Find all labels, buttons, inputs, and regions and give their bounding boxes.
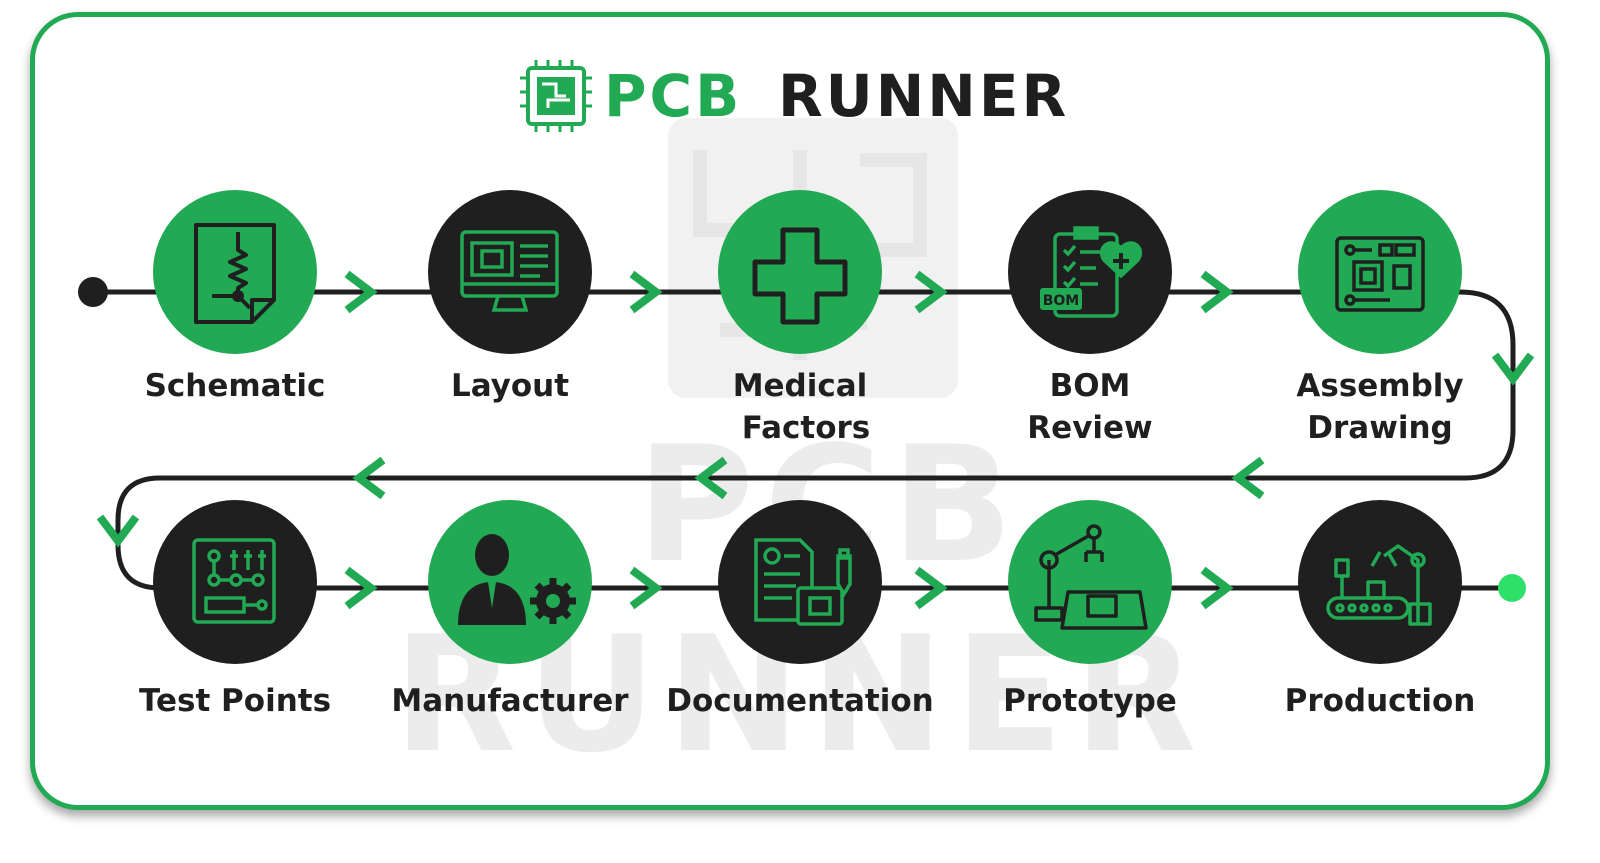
brand-pcb: PCB bbox=[604, 62, 742, 130]
connector-path bbox=[93, 289, 1516, 591]
arrow-left-1 bbox=[1231, 456, 1265, 500]
step-circle bbox=[718, 190, 882, 354]
step-schematic: Schematic bbox=[145, 190, 326, 404]
step-label: Documentation bbox=[666, 683, 933, 719]
step-layout: Layout bbox=[428, 190, 592, 404]
bom-badge bbox=[1040, 288, 1082, 310]
step-label: Layout bbox=[451, 368, 569, 404]
arrow-left-3 bbox=[352, 456, 386, 500]
monitor-icon bbox=[460, 230, 559, 312]
step-label-line1: Assembly bbox=[1296, 368, 1463, 404]
step-circle bbox=[1298, 190, 1462, 354]
manufacturer-icon bbox=[458, 534, 576, 625]
step-label-line1: Medical bbox=[733, 368, 868, 404]
production-line-icon bbox=[1326, 544, 1432, 626]
step-circle bbox=[1008, 500, 1172, 664]
chip-logo-icon bbox=[520, 60, 592, 132]
step-circle bbox=[718, 500, 882, 664]
arrow-right-1 bbox=[344, 270, 378, 314]
step-label: Test Points bbox=[139, 683, 331, 719]
arrow-right-7 bbox=[914, 566, 948, 610]
step-label-line2: Drawing bbox=[1307, 410, 1452, 446]
arrow-right-8 bbox=[1200, 566, 1234, 610]
end-dot bbox=[1498, 574, 1526, 602]
arrow-left-2 bbox=[694, 456, 728, 500]
step-bom-review: BOM BOM Review bbox=[1008, 190, 1172, 446]
step-circle bbox=[428, 500, 592, 664]
step-label-line1: BOM bbox=[1050, 368, 1131, 404]
arrow-right-3 bbox=[914, 270, 948, 314]
step-circle bbox=[153, 500, 317, 664]
bom-clipboard-icon bbox=[1053, 226, 1143, 318]
flow-arrows bbox=[96, 270, 1535, 610]
schematic-icon bbox=[194, 223, 276, 324]
arrow-right-6 bbox=[629, 566, 663, 610]
step-circle bbox=[428, 190, 592, 354]
arrow-down-2 bbox=[96, 514, 140, 548]
step-test-points: Test Points bbox=[139, 500, 331, 719]
arrow-down-1 bbox=[1491, 352, 1535, 386]
step-documentation: Documentation bbox=[666, 500, 934, 719]
step-label-line2: Review bbox=[1027, 410, 1152, 446]
title-logo: PCB RUNNER bbox=[520, 60, 1069, 132]
step-label-line2: Factors bbox=[742, 410, 871, 446]
step-medical-factors: Medical Factors bbox=[718, 190, 882, 446]
step-assembly-drawing: Assembly Drawing bbox=[1296, 190, 1464, 446]
step-label: Schematic bbox=[145, 368, 326, 404]
arrow-right-4 bbox=[1200, 270, 1234, 314]
test-points-icon bbox=[192, 538, 276, 624]
documentation-icon bbox=[754, 538, 852, 626]
bom-badge-text: BOM bbox=[1043, 293, 1080, 309]
step-label: Manufacturer bbox=[391, 683, 629, 719]
circuit-board-icon bbox=[1335, 236, 1425, 312]
arrow-right-5 bbox=[344, 566, 378, 610]
step-circle bbox=[1008, 190, 1172, 354]
step-label: Prototype bbox=[1003, 683, 1177, 719]
robot-arm-icon bbox=[1034, 524, 1148, 630]
medical-cross-icon bbox=[752, 227, 848, 325]
step-manufacturer: Manufacturer bbox=[391, 500, 629, 719]
brand-runner: RUNNER bbox=[778, 62, 1069, 130]
step-production: Production bbox=[1285, 500, 1476, 719]
step-label: Production bbox=[1285, 683, 1476, 719]
step-prototype: Prototype bbox=[1003, 500, 1177, 719]
start-dot bbox=[78, 277, 108, 307]
arrow-right-2 bbox=[629, 270, 663, 314]
